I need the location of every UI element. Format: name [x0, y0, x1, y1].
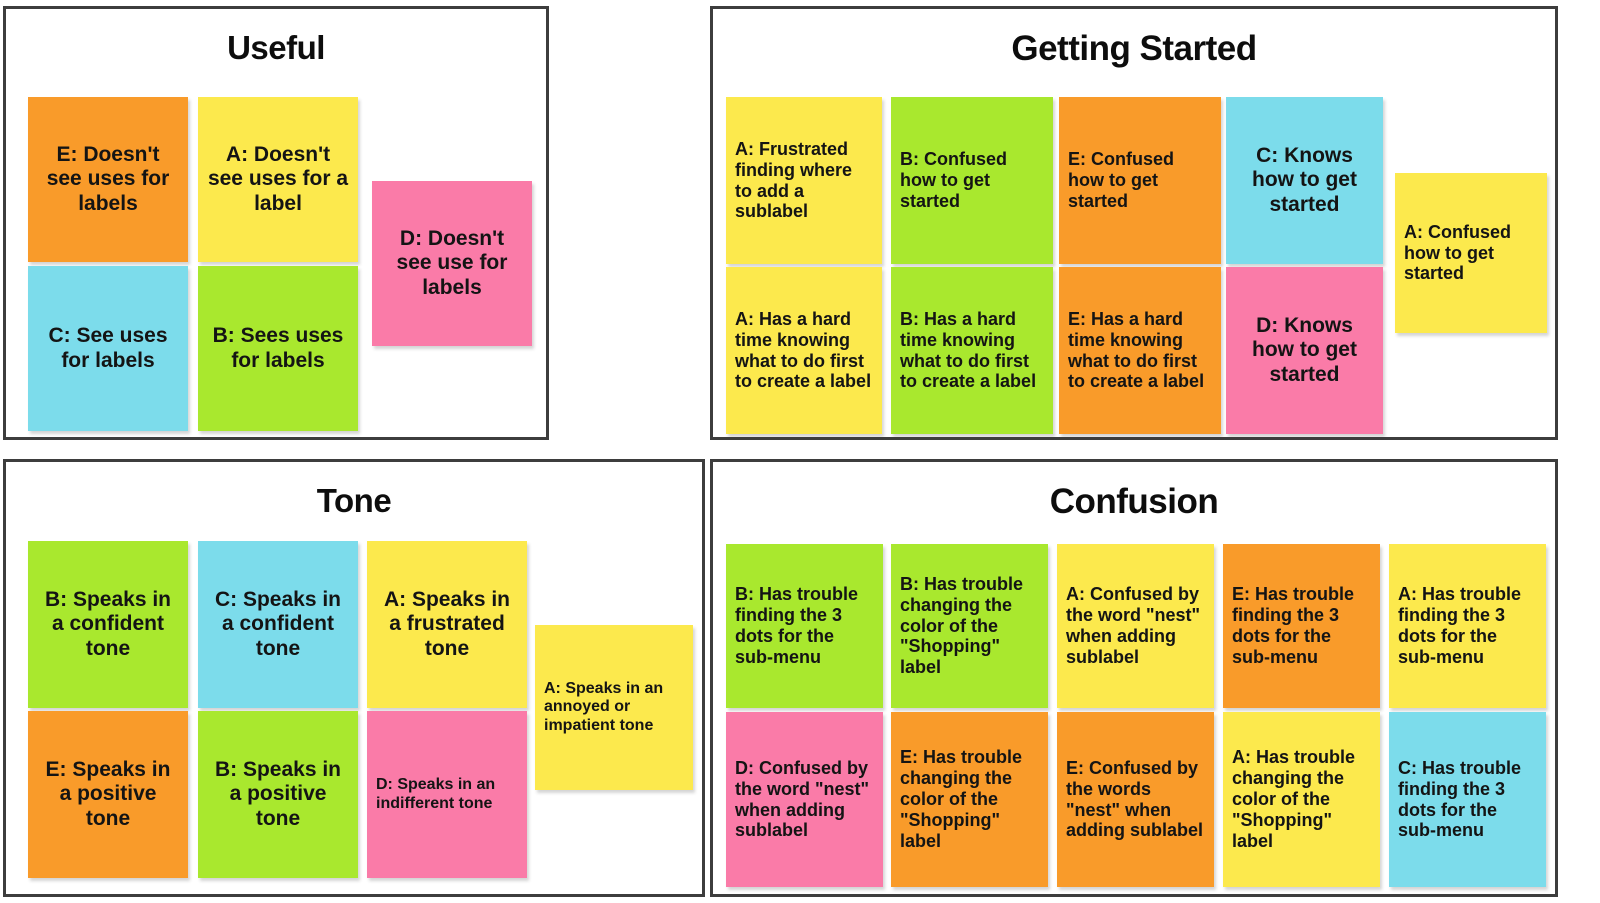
panel-tone: Tone B: Speaks in a confident tone C: Sp…: [3, 459, 705, 897]
sticky-note[interactable]: D: Confused by the word "nest" when addi…: [726, 712, 883, 887]
sticky-note-text: C: See uses for labels: [48, 324, 168, 372]
sticky-note-text: A: Confused how to get started: [1404, 221, 1511, 284]
panel-confusion: Confusion B: Has trouble finding the 3 d…: [710, 459, 1558, 897]
sticky-note[interactable]: A: Speaks in a frustrated tone: [367, 541, 527, 708]
sticky-note[interactable]: A: Confused how to get started: [1395, 173, 1547, 333]
sticky-note[interactable]: C: Knows how to get started: [1226, 97, 1383, 264]
sticky-note[interactable]: A: Has trouble changing the color of the…: [1223, 712, 1380, 887]
sticky-note-text: E: Speaks in a positive tone: [45, 757, 171, 830]
sticky-note-text: C: Knows how to get started: [1252, 143, 1357, 216]
sticky-note-text: D: Confused by the word "nest" when addi…: [735, 757, 870, 841]
sticky-note[interactable]: B: Has trouble finding the 3 dots for th…: [726, 544, 883, 708]
sticky-note[interactable]: B: Speaks in a positive tone: [198, 711, 358, 878]
sticky-note-text: A: Doesn't see uses for a label: [207, 142, 349, 215]
sticky-note-text: D: Speaks in an indifferent tone: [376, 775, 496, 812]
panel-title-getting-started: Getting Started: [1011, 29, 1257, 68]
sticky-note-text: E: Has trouble changing the color of the…: [900, 747, 1023, 851]
sticky-note-text: D: Knows how to get started: [1252, 313, 1357, 386]
sticky-note[interactable]: A: Has trouble finding the 3 dots for th…: [1389, 544, 1546, 708]
sticky-note[interactable]: B: Has a hard time knowing what to do fi…: [891, 267, 1053, 434]
sticky-note[interactable]: D: Knows how to get started: [1226, 267, 1383, 434]
sticky-note-text: C: Speaks in a confident tone: [214, 587, 342, 660]
sticky-note-text: A: Has trouble changing the color of the…: [1232, 747, 1356, 851]
sticky-note-text: A: Speaks in an annoyed or impatient ton…: [544, 679, 664, 734]
sticky-note-text: A: Frustrated finding where to add a sub…: [735, 138, 852, 222]
sticky-note-text: B: Has trouble finding the 3 dots for th…: [735, 584, 859, 667]
sticky-note[interactable]: B: Sees uses for labels: [198, 266, 358, 431]
sticky-note[interactable]: A: Doesn't see uses for a label: [198, 97, 358, 262]
sticky-note[interactable]: B: Speaks in a confident tone: [28, 541, 188, 708]
sticky-note-text: E: Confused by the words "nest" when add…: [1066, 757, 1204, 841]
sticky-note-text: A: Speaks in a frustrated tone: [383, 587, 511, 660]
sticky-note-text: B: Speaks in a confident tone: [44, 587, 172, 660]
sticky-note-text: D: Doesn't see use for labels: [396, 226, 508, 299]
sticky-note[interactable]: D: Doesn't see use for labels: [372, 181, 532, 346]
sticky-note[interactable]: A: Confused by the word "nest" when addi…: [1057, 544, 1214, 708]
sticky-note[interactable]: B: Confused how to get started: [891, 97, 1053, 264]
sticky-note[interactable]: A: Speaks in an annoyed or impatient ton…: [535, 625, 693, 790]
sticky-note[interactable]: E: Speaks in a positive tone: [28, 711, 188, 878]
panel-title-confusion: Confusion: [1049, 482, 1219, 521]
panel-getting-started: Getting Started A: Frustrated finding wh…: [710, 6, 1558, 440]
sticky-note[interactable]: B: Has trouble changing the color of the…: [891, 544, 1048, 708]
sticky-note[interactable]: D: Speaks in an indifferent tone: [367, 711, 527, 878]
sticky-note[interactable]: C: Speaks in a confident tone: [198, 541, 358, 708]
sticky-note-text: E: Has trouble finding the 3 dots for th…: [1232, 584, 1355, 667]
sticky-note[interactable]: E: Has a hard time knowing what to do fi…: [1059, 267, 1221, 434]
sticky-note-text: B: Has a hard time knowing what to do fi…: [900, 308, 1037, 392]
sticky-note[interactable]: E: Confused how to get started: [1059, 97, 1221, 264]
sticky-note[interactable]: E: Has trouble changing the color of the…: [891, 712, 1048, 887]
sticky-note[interactable]: C: See uses for labels: [28, 266, 188, 431]
sticky-note[interactable]: A: Frustrated finding where to add a sub…: [726, 97, 882, 264]
sticky-note[interactable]: E: Doesn't see uses for labels: [28, 97, 188, 262]
sticky-note[interactable]: A: Has a hard time knowing what to do fi…: [726, 267, 882, 434]
panel-title-tone: Tone: [316, 482, 392, 519]
sticky-note-text: A: Has a hard time knowing what to do fi…: [735, 308, 872, 392]
sticky-note-text: A: Has trouble finding the 3 dots for th…: [1398, 584, 1522, 667]
sticky-note[interactable]: C: Has trouble finding the 3 dots for th…: [1389, 712, 1546, 887]
sticky-note-text: E: Has a hard time knowing what to do fi…: [1068, 308, 1205, 392]
sticky-note-text: B: Sees uses for labels: [212, 324, 344, 372]
panel-title-useful: Useful: [227, 29, 325, 66]
sticky-note-text: B: Confused how to get started: [900, 149, 1007, 211]
sticky-note[interactable]: E: Confused by the words "nest" when add…: [1057, 712, 1214, 887]
sticky-note-text: A: Confused by the word "nest" when addi…: [1066, 584, 1201, 667]
panel-useful: Useful E: Doesn't see uses for labels A:…: [3, 6, 549, 440]
sticky-note-text: C: Has trouble finding the 3 dots for th…: [1398, 757, 1522, 841]
sticky-note-text: B: Has trouble changing the color of the…: [900, 573, 1024, 678]
sticky-note-text: E: Confused how to get started: [1068, 149, 1174, 211]
sticky-note[interactable]: E: Has trouble finding the 3 dots for th…: [1223, 544, 1380, 708]
sticky-note-text: B: Speaks in a positive tone: [214, 757, 342, 830]
sticky-note-text: E: Doesn't see uses for labels: [46, 142, 170, 215]
